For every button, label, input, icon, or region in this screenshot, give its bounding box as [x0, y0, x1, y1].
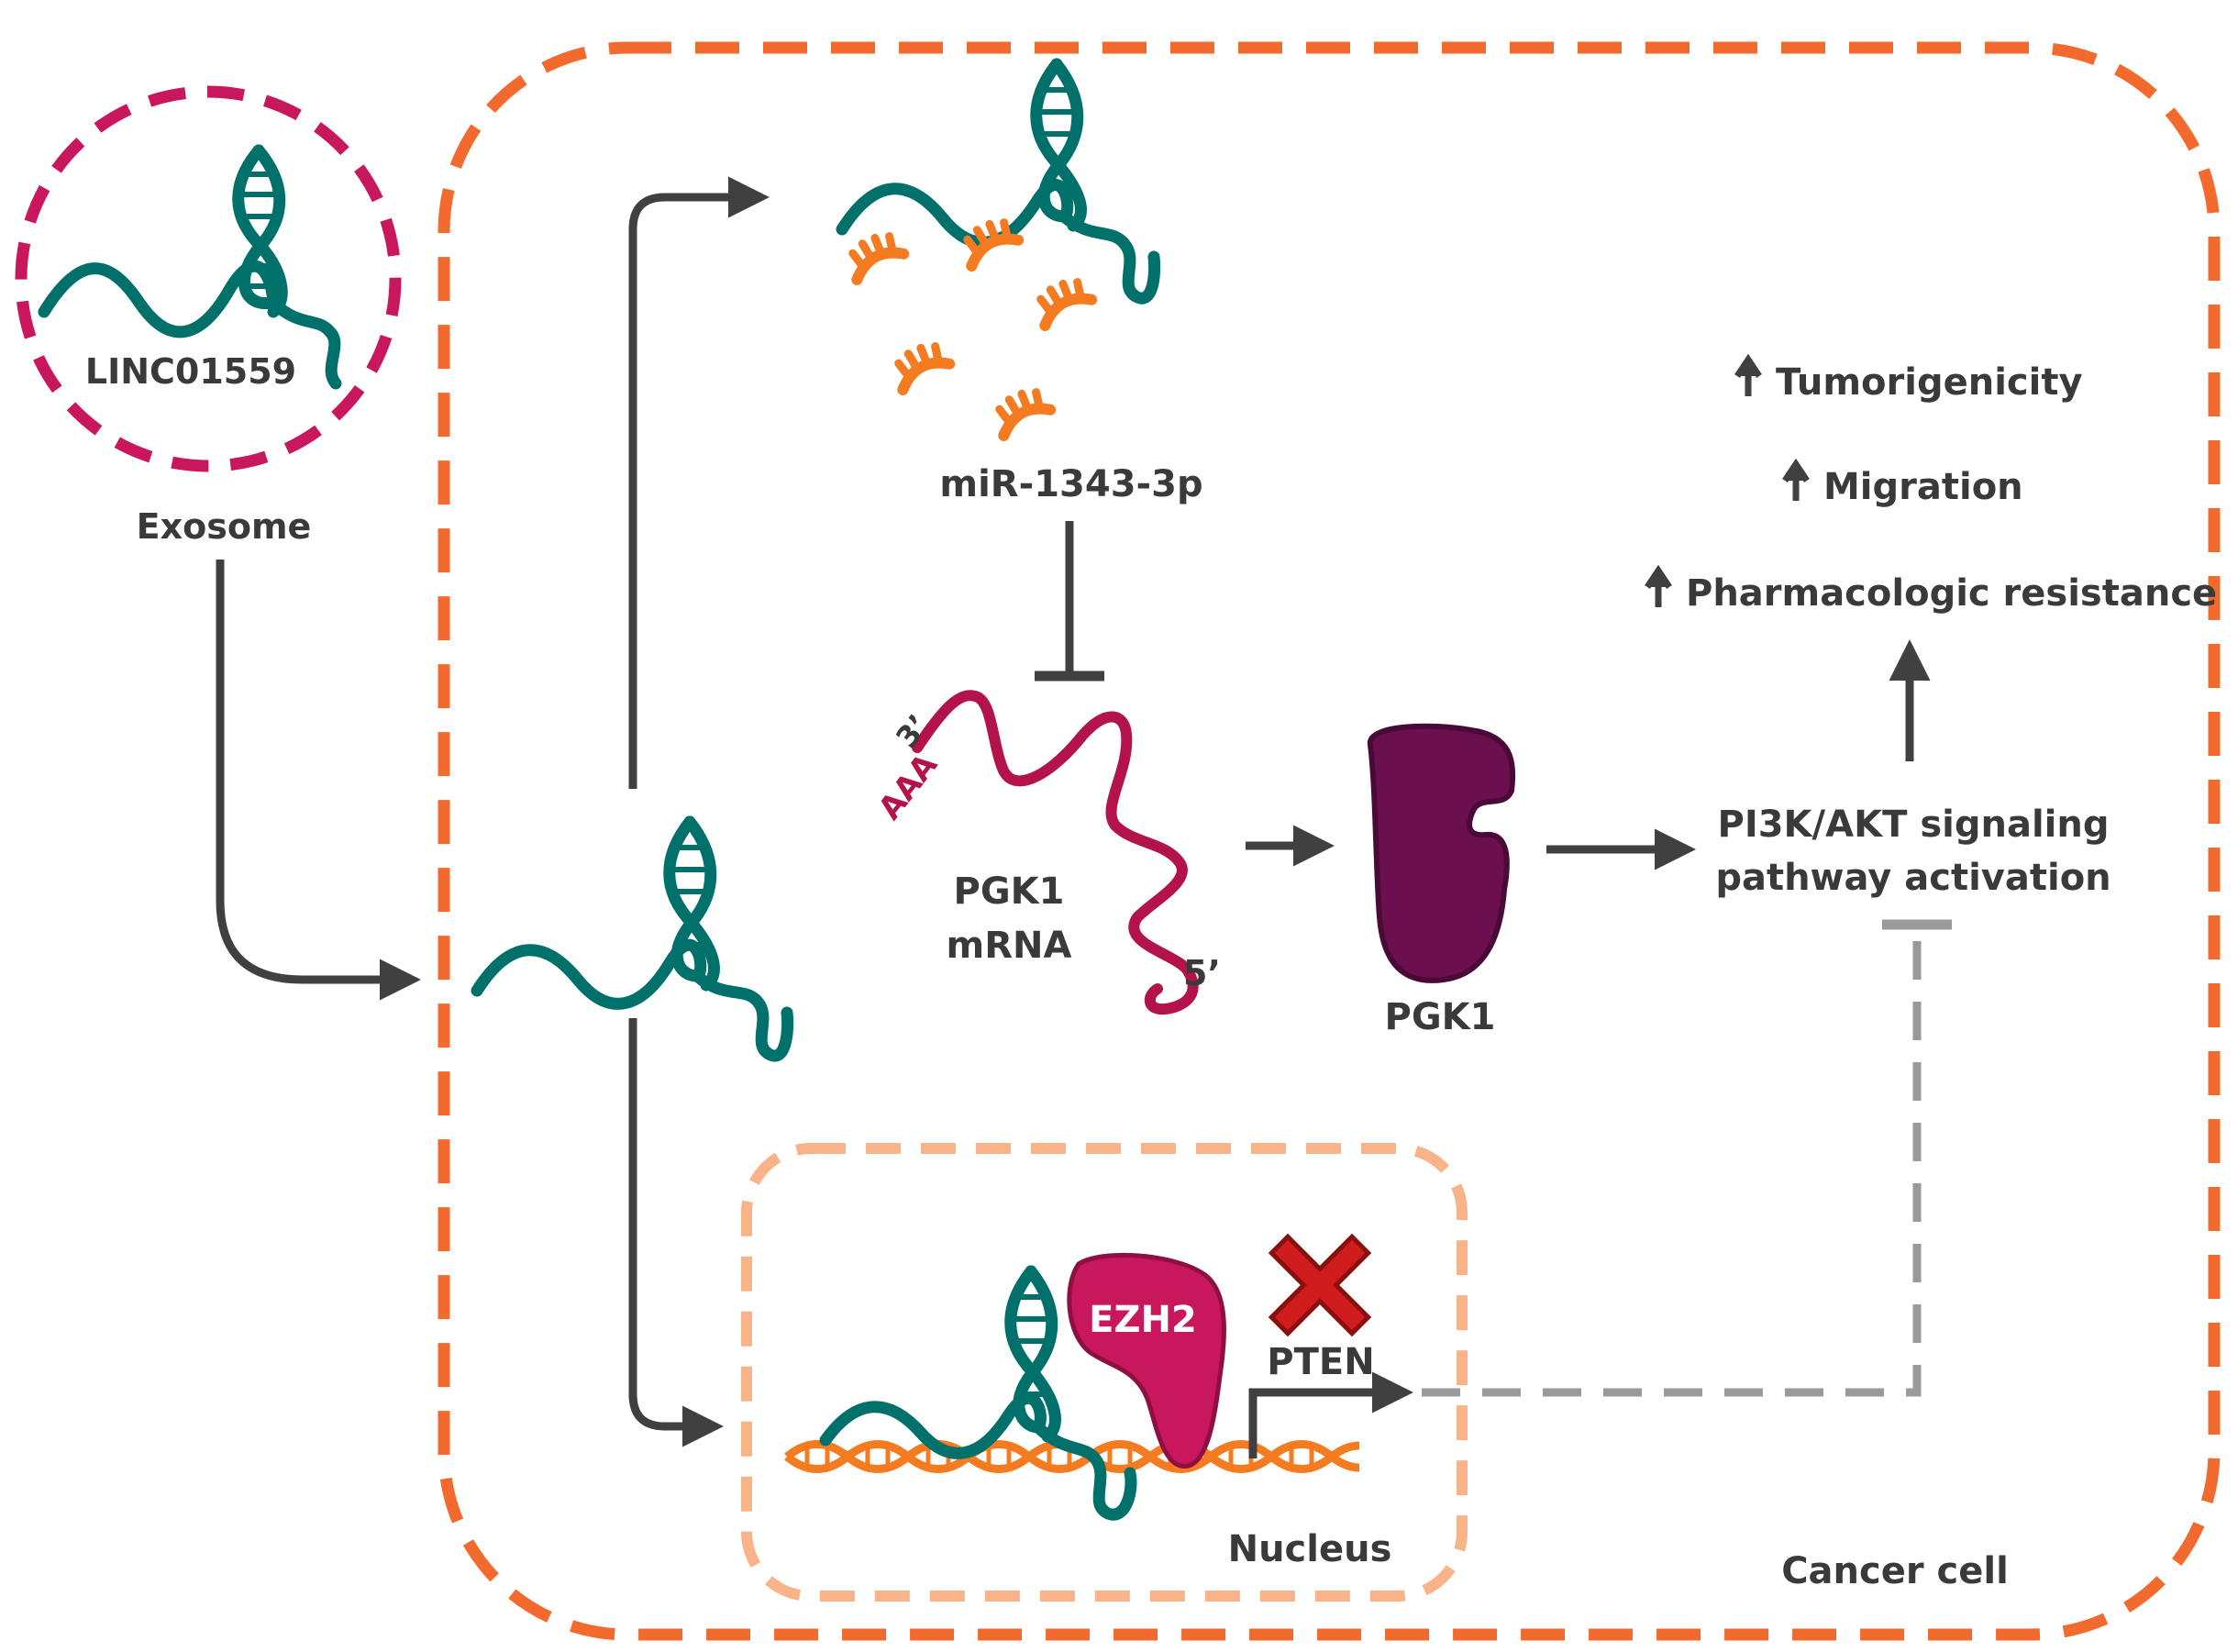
cell-lncrna: [471, 815, 794, 1062]
pten-label: PTEN: [1267, 1341, 1374, 1383]
five-prime-label: 5’: [1183, 953, 1221, 993]
branch-arrow-up: [628, 176, 770, 789]
three-prime-label: 3’: [889, 708, 936, 755]
exosome-circle: [15, 85, 402, 472]
outcome-tumorigenicity: Tumorigenicity: [1734, 353, 2083, 404]
exosome-lncrna: [38, 144, 342, 390]
outcome-migration: Migration: [1782, 458, 2023, 508]
mrna-label-line2: mRNA: [947, 925, 1072, 967]
ezh2-label: EZH2: [1089, 1299, 1197, 1341]
outcome-2-label: Migration: [1823, 466, 2023, 508]
mirna-glyph-4: [890, 340, 951, 390]
mirna-glyph-1: [844, 230, 905, 280]
cancer-cell-boundary: [438, 41, 2221, 1641]
exosome-entry-arrow: [216, 560, 421, 1001]
protein-label: PGK1: [1385, 996, 1496, 1038]
up-arrow-icon: [1645, 564, 1672, 607]
up-arrow-icon: [1782, 458, 1810, 501]
poly-a-label: AAA: [871, 747, 946, 826]
mirna-glyph-3: [1032, 276, 1093, 326]
up-arrow-icon: [1734, 353, 1762, 396]
cell-label: Cancer cell: [1781, 1550, 2009, 1592]
outcome-1-label: Tumorigenicity: [1776, 361, 2083, 404]
nucleus-label: Nucleus: [1228, 1528, 1392, 1570]
mirna-glyph-5: [991, 386, 1052, 436]
outcome-3-label: Pharmacologic resistance: [1686, 572, 2217, 615]
cross-icon: [1268, 1233, 1372, 1337]
branch-arrow-down: [628, 1018, 724, 1447]
exosome-label: Exosome: [137, 506, 312, 547]
nucleus-lncrna: [819, 1265, 1137, 1521]
outcome-resistance: Pharmacologic resistance: [1645, 564, 2217, 615]
pten-inhibition-line: [1422, 926, 1922, 1397]
mirna-label: miR-1343-3p: [939, 463, 1202, 505]
pten-transcription-arrow: [1248, 1371, 1413, 1458]
mirna-glyph-2: [958, 216, 1020, 266]
pathway-label-line1: PI3K/AKT signaling: [1718, 804, 2110, 846]
pgk1-protein: [1368, 723, 1516, 983]
pathway-label-line2: pathway activation: [1715, 857, 2111, 899]
pgk1-mrna-strand: [912, 690, 1199, 1015]
nucleus-boundary: [741, 1143, 1468, 1602]
ezh2-protein: [1067, 1252, 1226, 1469]
exosome-rna-label: LINC01559: [85, 351, 296, 392]
sponge-lncrna: [836, 58, 1161, 305]
mrna-label-line1: PGK1: [954, 870, 1065, 913]
